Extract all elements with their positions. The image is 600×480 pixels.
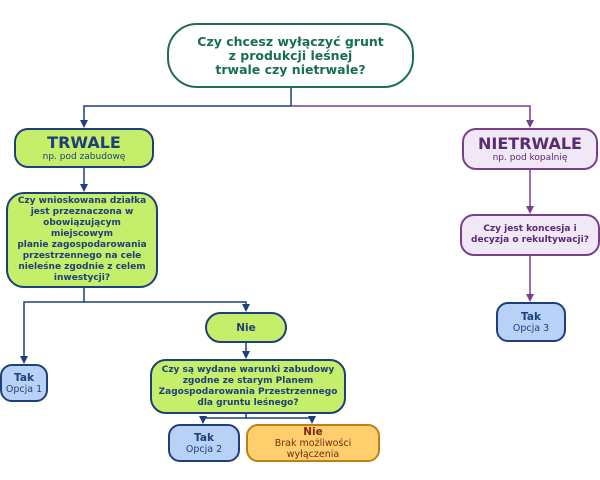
trwale-subtitle: np. pod zabudowę [42, 151, 126, 162]
answer-nie-box: Nie [205, 312, 287, 343]
option-3-box: Tak Opcja 3 [496, 302, 566, 342]
option-1-answer: Tak [14, 371, 34, 384]
plan-question-box: Czy wnioskowana działka jest przeznaczon… [6, 192, 158, 288]
option-1-box: Tak Opcja 1 [0, 364, 48, 402]
trwale-box: TRWALE np. pod zabudowę [14, 128, 154, 168]
option-1-label: Opcja 1 [5, 383, 43, 395]
connector-wz-brak [246, 416, 316, 424]
wz-question-line-2: zgodne ze starym Planem [182, 375, 314, 386]
main-question-line-1: Czy chcesz wyłączyć grunt [197, 33, 384, 49]
nietrwale-box: NIETRWALE np. pod kopalnię [462, 128, 598, 170]
main-question-line-3: trwale czy nietrwale? [215, 61, 366, 77]
koncesja-question-box: Czy jest koncesja i decyzja o rekultywac… [460, 214, 600, 256]
trwale-title: TRWALE [47, 132, 121, 152]
nietrwale-subtitle: np. pod kopalnię [492, 152, 568, 163]
main-question-line-2: z produkcji leśnej [228, 47, 353, 63]
plan-question-line-5: przestrzennego na cele [22, 251, 142, 261]
no-exclusion-box: Nie Brak możliwości wyłączenia [246, 424, 380, 462]
wz-question-line-3: Zagospodarowania Przestrzennego [158, 386, 338, 397]
plan-question-line-3: obowiązującym miejscowym [43, 218, 121, 239]
koncesja-question-line-2: decyzja o rekultywacji? [471, 235, 589, 245]
plan-question-line-6: nieleśne zgodnie z celem [18, 262, 146, 272]
nietrwale-title: NIETRWALE [478, 133, 582, 153]
connector-wz-opcja2 [199, 414, 247, 424]
main-question: Czy chcesz wyłączyć grunt z produkcji le… [167, 23, 414, 88]
plan-question-line-7: inwestycji? [53, 273, 111, 283]
plan-question-line-1: Czy wnioskowana działka [17, 196, 147, 206]
no-exclusion-label: Brak możliwości wyłączenia [274, 438, 352, 460]
plan-question-line-2: jest przeznaczona w [30, 207, 134, 217]
connector-top-trwale [80, 88, 292, 128]
wz-question-line-4: dla gruntu leśnego? [197, 397, 299, 408]
no-exclusion-answer: Nie [303, 426, 323, 438]
option-3-answer: Tak [521, 310, 541, 323]
wz-question-box: Czy są wydane warunki zabudowy zgodne ze… [150, 359, 346, 414]
plan-question-line-4: planie zagospodarowania [17, 240, 147, 250]
connector-question-opcja1 [20, 288, 85, 364]
wz-question-line-1: Czy są wydane warunki zabudowy [161, 364, 335, 375]
koncesja-question-line-1: Czy jest koncesja i [483, 224, 577, 234]
option-3-label: Opcja 3 [512, 322, 550, 334]
connector-top-nietrwale [291, 105, 534, 128]
option-2-box: Tak Opcja 2 [168, 424, 240, 462]
answer-nie-label: Nie [236, 321, 256, 334]
connector-question-nie [84, 301, 250, 312]
option-2-label: Opcja 2 [185, 443, 223, 455]
option-2-answer: Tak [194, 431, 214, 444]
